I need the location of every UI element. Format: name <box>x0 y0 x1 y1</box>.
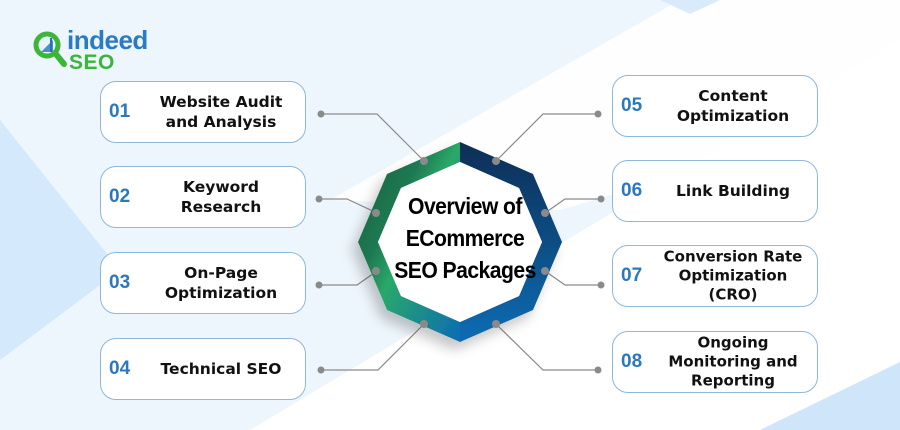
item-card-03: 03 On-Page Optimization <box>100 252 306 314</box>
item-number: 01 <box>109 101 131 122</box>
center-title-line: ECommerce <box>405 225 525 251</box>
item-card-05: 05 Content Optimization <box>612 75 818 137</box>
item-card-02: 02 Keyword Research <box>100 166 306 228</box>
item-label: Link Building <box>676 182 790 200</box>
item-label: Website Audit and Analysis <box>159 93 283 131</box>
magnifier-chart-icon <box>33 31 67 67</box>
item-number: 08 <box>621 351 643 372</box>
item-number: 04 <box>109 358 131 379</box>
item-card-01: 01 Website Audit and Analysis <box>100 81 306 143</box>
item-number: 06 <box>621 180 643 201</box>
item-number: 05 <box>621 95 643 116</box>
brand-logo: indeed SEO <box>33 25 173 76</box>
item-card-08: 08 Ongoing Monitoring and Reporting <box>612 331 818 393</box>
item-card-04: 04 Technical SEO <box>100 338 306 400</box>
center-title-line: Overview of <box>408 193 522 219</box>
item-number: 03 <box>109 272 131 293</box>
item-label: On-Page Optimization <box>164 264 278 302</box>
item-card-06: 06 Link Building <box>612 160 818 222</box>
center-title-line: SEO Packages <box>394 257 536 283</box>
bg-triangle-bottom-right <box>760 362 900 430</box>
item-label: Content Optimization <box>676 87 790 125</box>
item-card-07: 07 Conversion Rate Optimization (CRO) <box>612 245 818 307</box>
bg-triangle-left <box>0 120 120 360</box>
item-label: Conversion Rate Optimization (CRO) <box>663 247 803 304</box>
brand-subname: SEO <box>69 51 115 74</box>
item-number: 07 <box>621 265 643 286</box>
item-label: Technical SEO <box>160 360 282 378</box>
item-number: 02 <box>109 186 131 207</box>
brand-name: indeed <box>67 25 148 55</box>
item-label: Keyword Research <box>180 178 262 216</box>
item-label: Ongoing Monitoring and Reporting <box>668 333 798 390</box>
center-title: Overview of ECommerce SEO Packages <box>387 190 543 286</box>
